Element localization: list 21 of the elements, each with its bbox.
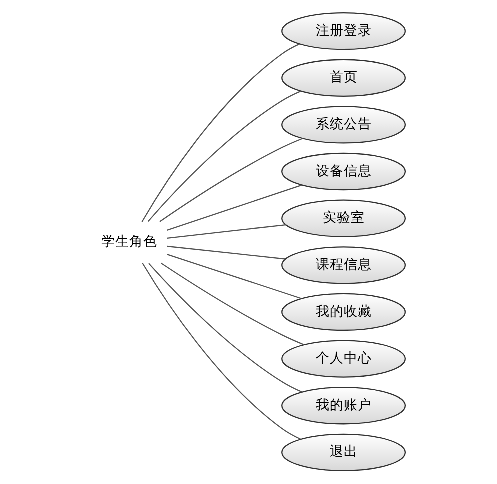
connector <box>142 263 301 440</box>
connector <box>147 90 301 222</box>
connector <box>159 138 302 222</box>
node-ellipse: 设备信息 <box>281 152 406 191</box>
node-ellipse: 注册登录 <box>281 12 406 50</box>
node-ellipse: 我的收藏 <box>281 293 406 332</box>
node-ellipse: 系统公告 <box>281 106 406 144</box>
node-ellipse: 我的账户 <box>281 387 406 425</box>
node-ellipse: 退出 <box>281 434 406 472</box>
connector <box>166 184 302 231</box>
node-ellipse: 个人中心 <box>281 340 406 378</box>
connector <box>166 254 302 300</box>
node-ellipse: 实验室 <box>281 200 406 238</box>
connector <box>166 224 286 240</box>
connector <box>160 262 304 346</box>
connector <box>141 44 300 222</box>
connector <box>148 263 302 393</box>
node-ellipse: 课程信息 <box>281 246 406 284</box>
node-ellipse: 首页 <box>281 59 406 97</box>
node-text: 学生角色 <box>101 234 158 250</box>
connector <box>166 246 286 260</box>
